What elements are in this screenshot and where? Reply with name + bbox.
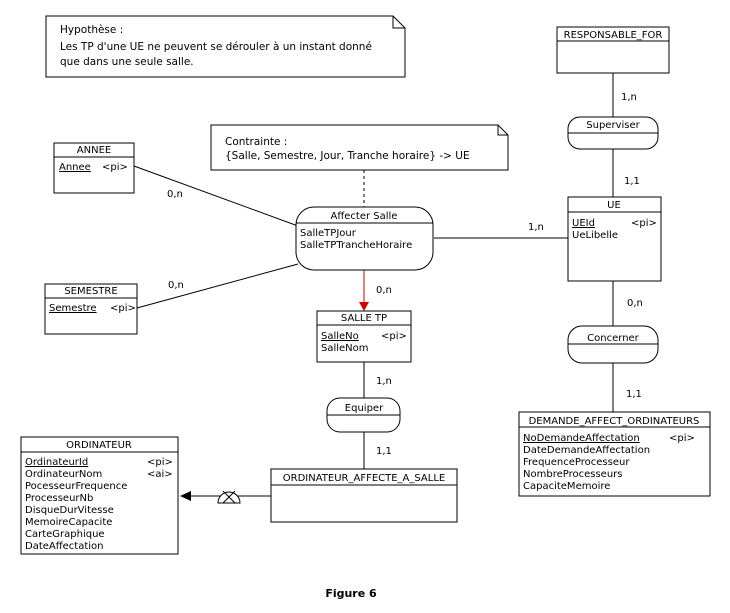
association-affecter-attr2: SalleTPTrancheHoraire — [300, 240, 412, 251]
association-equiper[interactable]: Equiper — [326, 397, 401, 433]
card-affecter-ue: 1,n — [528, 222, 544, 233]
entity-demande-attr3: FrequenceProcesseur — [523, 457, 630, 468]
figure-caption: Figure 6 — [325, 587, 377, 600]
entity-responsable-frame — [556, 26, 670, 74]
entity-ordinateur-affecte-title: ORDINATEUR_AFFECTE_A_SALLE — [283, 473, 445, 484]
entity-salle-title: SALLE TP — [341, 313, 387, 324]
contrainte-title: Contrainte : — [225, 136, 287, 148]
entity-ordinateur-frame — [20, 436, 179, 555]
entity-demande-affect-ordinateurs[interactable]: DEMANDE_AFFECT_ORDINATEURS NoDemandeAffe… — [518, 411, 711, 497]
association-affecter-salle[interactable]: Affecter Salle SalleTPJour SalleTPTranch… — [295, 206, 434, 271]
entity-salle-tp[interactable]: SALLE TP SalleNo <pi> SalleNom — [316, 310, 412, 363]
entity-annee-attr1-tag: <pi> — [102, 162, 128, 173]
connectors — [133, 73, 614, 504]
note-contrainte: Contrainte : {Salle, Semestre, Jour, Tra… — [210, 124, 509, 171]
entity-salle-frame — [316, 310, 412, 363]
entity-ue[interactable]: UE UEId <pi> UeLibelle — [567, 196, 662, 282]
entity-annee-attr1: Annee — [59, 162, 91, 173]
card-equiper-ordinateur-affecte: 1,1 — [376, 446, 392, 457]
contrainte-line1: {Salle, Semestre, Jour, Tranche horaire}… — [225, 150, 470, 162]
card-concerner-demande: 1,1 — [626, 389, 642, 400]
entity-demande-frame — [518, 411, 711, 497]
note-hypothese: Hypothèse : Les TP d'une UE ne peuvent s… — [45, 15, 406, 78]
entity-semestre-frame — [44, 283, 138, 335]
entity-demande-attr5: CapaciteMemoire — [523, 481, 610, 492]
note-hypothese-fold — [392, 16, 405, 29]
entity-ordinateur-attr3: PocesseurFrequence — [25, 481, 127, 492]
entity-responsable-for[interactable]: RESPONSABLE_FOR — [556, 26, 670, 74]
entity-ue-attr1-tag: <pi> — [631, 218, 657, 229]
entity-ue-title: UE — [607, 200, 621, 211]
association-concerner[interactable]: Concerner — [567, 325, 659, 364]
note-contrainte-frame — [210, 124, 509, 171]
link-annee-affecter — [133, 165, 299, 227]
hypothese-title: Hypothèse : — [60, 24, 123, 36]
entity-annee-title: ANNEE — [77, 145, 111, 156]
entity-ordinateur-attr1-tag: <pi> — [147, 457, 173, 468]
card-responsable-superviser: 1,n — [621, 92, 637, 103]
association-concerner-title: Concerner — [587, 333, 640, 344]
entity-ordinateur-attr8: DateAffectation — [25, 541, 104, 552]
note-contrainte-fold — [497, 125, 508, 136]
entity-responsable-title: RESPONSABLE_FOR — [564, 30, 663, 41]
entity-annee[interactable]: ANNEE Annee <pi> — [53, 142, 135, 194]
hypothese-line2: que dans une seule salle. — [60, 56, 194, 68]
association-affecter-title: Affecter Salle — [331, 211, 398, 222]
link-semestre-affecter — [136, 263, 299, 309]
entity-ue-attr2: UeLibelle — [572, 230, 618, 241]
entity-ue-attr1: UEId — [572, 218, 595, 229]
entity-demande-attr4: NombreProcesseurs — [523, 469, 622, 480]
note-hypothese-frame — [45, 15, 406, 78]
entity-semestre[interactable]: SEMESTRE Semestre <pi> — [44, 283, 138, 335]
card-salle-equiper: 1,n — [376, 376, 392, 387]
entity-annee-frame — [53, 142, 135, 194]
entity-ordinateur-affecte-a-salle[interactable]: ORDINATEUR_AFFECTE_A_SALLE — [270, 468, 458, 523]
entity-demande-attr1: NoDemandeAffectation — [523, 433, 640, 444]
association-affecter-attr1: SalleTPJour — [300, 228, 357, 239]
arrowhead-affecter-salle — [359, 302, 369, 311]
entity-ordinateur-title: ORDINATEUR — [66, 440, 132, 451]
entity-salle-attr2: SalleNom — [321, 343, 369, 354]
entity-demande-attr1-tag: <pi> — [669, 433, 695, 444]
card-annee-affecter: 0,n — [167, 189, 183, 200]
entity-semestre-attr1-tag: <pi> — [110, 303, 136, 314]
entity-salle-attr1-tag: <pi> — [381, 331, 407, 342]
card-semestre-affecter: 0,n — [168, 280, 184, 291]
cardinality-labels: 1,n 1,1 0,n 0,n 1,n 0,n 0,n 1,1 1,n 1,1 — [167, 92, 643, 457]
association-superviser[interactable]: Superviser — [567, 116, 659, 150]
entity-demande-title: DEMANDE_AFFECT_ORDINATEURS — [529, 416, 700, 427]
card-ue-concerner: 0,n — [627, 298, 643, 309]
entity-ue-frame — [567, 196, 662, 282]
entity-ordinateur-attr5: DisqueDurVitesse — [25, 505, 114, 516]
inheritance-cross-b — [222, 490, 236, 504]
inheritance-arrow-icon — [180, 491, 191, 501]
entity-ordinateur-attr4: ProcesseurNb — [25, 493, 93, 504]
entity-salle-attr1: SalleNo — [321, 331, 359, 342]
hypothese-line1: Les TP d'une UE ne peuvent se dérouler à… — [60, 41, 372, 53]
entity-ordinateur-attr7: CarteGraphique — [25, 529, 105, 540]
entity-ordinateur-affecte-frame — [270, 468, 458, 523]
entity-semestre-title: SEMESTRE — [64, 286, 117, 297]
entity-ordinateur-attr2: OrdinateurNom — [25, 469, 102, 480]
entity-ordinateur-attr1: OrdinateurId — [25, 457, 88, 468]
card-affecter-salle: 0,n — [376, 285, 392, 296]
association-superviser-title: Superviser — [586, 120, 640, 131]
entity-ordinateur-attr2-tag: <ai> — [147, 469, 173, 480]
entity-ordinateur[interactable]: ORDINATEUR OrdinateurId <pi> OrdinateurN… — [20, 436, 179, 555]
card-superviser-ue: 1,1 — [624, 176, 640, 187]
entity-semestre-attr1: Semestre — [49, 303, 97, 314]
entity-demande-attr2: DateDemandeAffectation — [523, 445, 650, 456]
entity-ordinateur-attr6: MemoireCapacite — [25, 517, 112, 528]
association-equiper-title: Equiper — [345, 403, 384, 414]
